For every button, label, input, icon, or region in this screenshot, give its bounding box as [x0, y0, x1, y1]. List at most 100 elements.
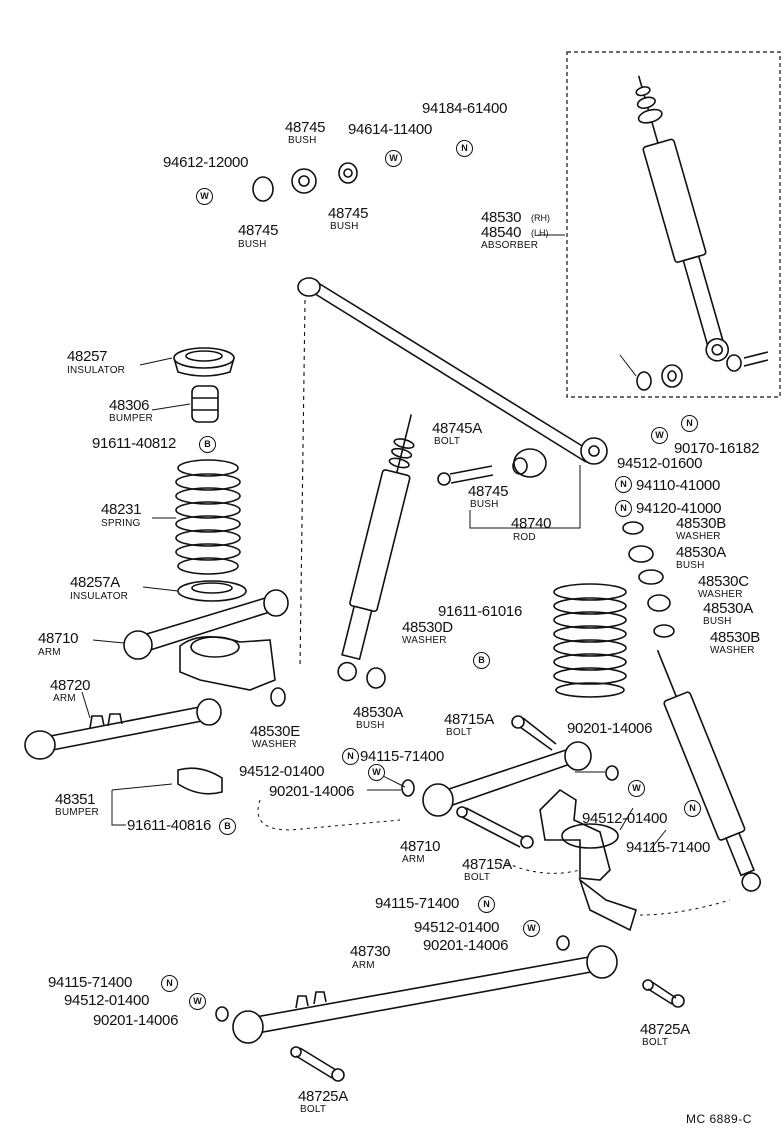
part-90201-14006-left: 90201-14006 — [269, 783, 355, 800]
part-name-washer: WASHER — [710, 645, 755, 656]
part-48257a: 48257A — [70, 574, 120, 591]
part-48530b-bottom: 48530B — [710, 629, 760, 646]
bolt-symbol: B — [473, 652, 490, 669]
nut-symbol: N — [478, 896, 495, 913]
spring-48231 — [175, 459, 241, 575]
part-91611-40816: 91611-40816 — [127, 817, 212, 834]
part-48710-right: 48710 — [400, 838, 441, 855]
part-94512-01600: 94512-01600 — [617, 455, 703, 472]
part-48540: 48540 — [481, 224, 522, 241]
part-name-arm: ARM — [53, 693, 76, 704]
washer-90201-lower-right — [556, 935, 570, 951]
absorber-bushes-right — [636, 351, 769, 391]
part-94115-71400-lower: 94115-71400 — [48, 974, 133, 991]
part-name-arm: ARM — [402, 854, 425, 865]
part-name-bush: BUSH — [288, 135, 317, 146]
part-48231: 48231 — [101, 501, 142, 518]
lateral-rod — [297, 277, 608, 465]
nut-symbol: N — [684, 800, 701, 817]
part-48530c: 48530C — [698, 573, 749, 590]
part-name-bolt: BOLT — [434, 436, 461, 447]
absorber-center — [337, 414, 415, 682]
bolt-48725a-lower — [290, 1046, 345, 1082]
part-48715a-lower: 48715A — [462, 856, 512, 873]
rh-tag: (RH) — [531, 213, 550, 223]
leader-lines — [81, 234, 667, 851]
part-48725a-right: 48725A — [640, 1021, 690, 1038]
axle-bracket-right — [539, 788, 637, 932]
bolt-symbol: B — [199, 436, 216, 453]
arm-48720 — [24, 698, 222, 760]
part-name-bolt: BOLT — [300, 1104, 327, 1115]
part-name-rod: ROD — [513, 532, 536, 543]
part-94614-11400: 94614-11400 — [348, 121, 433, 138]
washer-symbol: W — [189, 993, 206, 1010]
bolt-48745a — [437, 448, 547, 486]
part-48745-right: 48745 — [328, 205, 369, 222]
axle-bracket-left — [179, 636, 276, 691]
part-94512-01400-mid: 94512-01400 — [414, 919, 500, 936]
part-name-insulator: INSULATOR — [67, 365, 126, 376]
washer-symbol: W — [196, 188, 213, 205]
part-94120-41000: 94120-41000 — [636, 500, 722, 517]
part-name-bolt: BOLT — [464, 872, 491, 883]
part-94115-71400-mid: 94115-71400 — [375, 895, 460, 912]
bolt-48715a-lower — [456, 806, 534, 849]
bolt-48725a-right — [642, 979, 685, 1008]
washer-symbol: W — [651, 427, 668, 444]
part-90170-16182: 90170-16182 — [674, 440, 760, 457]
diagram-code: MC 6889-C — [686, 1112, 752, 1126]
upper-bushes — [252, 162, 358, 202]
bolt-48715a-top — [511, 715, 557, 751]
spring-right — [553, 583, 627, 698]
part-48725a-lower: 48725A — [298, 1088, 348, 1105]
part-48745-mid: 48745 — [468, 483, 509, 500]
part-48530a-center: 48530A — [353, 704, 403, 721]
bumper-48306 — [191, 385, 219, 423]
part-48351: 48351 — [55, 791, 96, 808]
part-48715a-top: 48715A — [444, 711, 494, 728]
part-48730: 48730 — [350, 943, 391, 960]
nut-symbol: N — [615, 500, 632, 517]
part-91611-61016: 91611-61016 — [438, 603, 523, 620]
part-name-spring: SPRING — [101, 518, 141, 529]
nut-symbol: N — [681, 415, 698, 432]
part-48745-top: 48745 — [285, 119, 326, 136]
part-94115-71400-center: 94115-71400 — [360, 748, 445, 765]
part-48720: 48720 — [50, 677, 91, 694]
part-90201-14006-mid: 90201-14006 — [423, 937, 509, 954]
part-94115-71400-right: 94115-71400 — [626, 839, 711, 856]
part-48745-left: 48745 — [238, 222, 279, 239]
nut-symbol: N — [615, 476, 632, 493]
part-name-washer: WASHER — [402, 635, 447, 646]
part-name-bolt: BOLT — [446, 727, 473, 738]
lh-tag: (LH) — [531, 228, 549, 238]
washer-48530e — [270, 687, 286, 707]
insulator-48257a — [177, 580, 247, 602]
arm-48710-right — [422, 741, 592, 817]
part-name-bolt: BOLT — [642, 1037, 669, 1048]
part-94184-61400: 94184-61400 — [422, 100, 508, 117]
part-name-washer: WASHER — [676, 531, 721, 542]
part-48530d: 48530D — [402, 619, 453, 636]
part-name-arm: ARM — [352, 960, 375, 971]
right-washer-stack — [622, 521, 675, 638]
part-48306: 48306 — [109, 397, 150, 414]
washer-90201-lower-left — [215, 1006, 229, 1022]
part-name-bumper: BUMPER — [109, 413, 153, 424]
part-94512-01400-lower: 94512-01400 — [64, 992, 150, 1009]
part-94110-41000: 94110-41000 — [636, 477, 721, 494]
washer-symbol: W — [385, 150, 402, 167]
part-90201-14006-lower: 90201-14006 — [93, 1012, 179, 1029]
part-48530e: 48530E — [250, 723, 300, 740]
part-90201-14006-right: 90201-14006 — [567, 720, 653, 737]
part-name-insulator: INSULATOR — [70, 591, 129, 602]
washer-90201-center — [401, 779, 415, 797]
arm-48730 — [232, 945, 618, 1044]
part-91611-40812: 91611-40812 — [92, 435, 177, 452]
bumper-48351 — [177, 767, 223, 795]
washer-symbol: W — [523, 920, 540, 937]
part-name-bush: BUSH — [703, 616, 732, 627]
part-name-washer: WASHER — [252, 739, 297, 750]
